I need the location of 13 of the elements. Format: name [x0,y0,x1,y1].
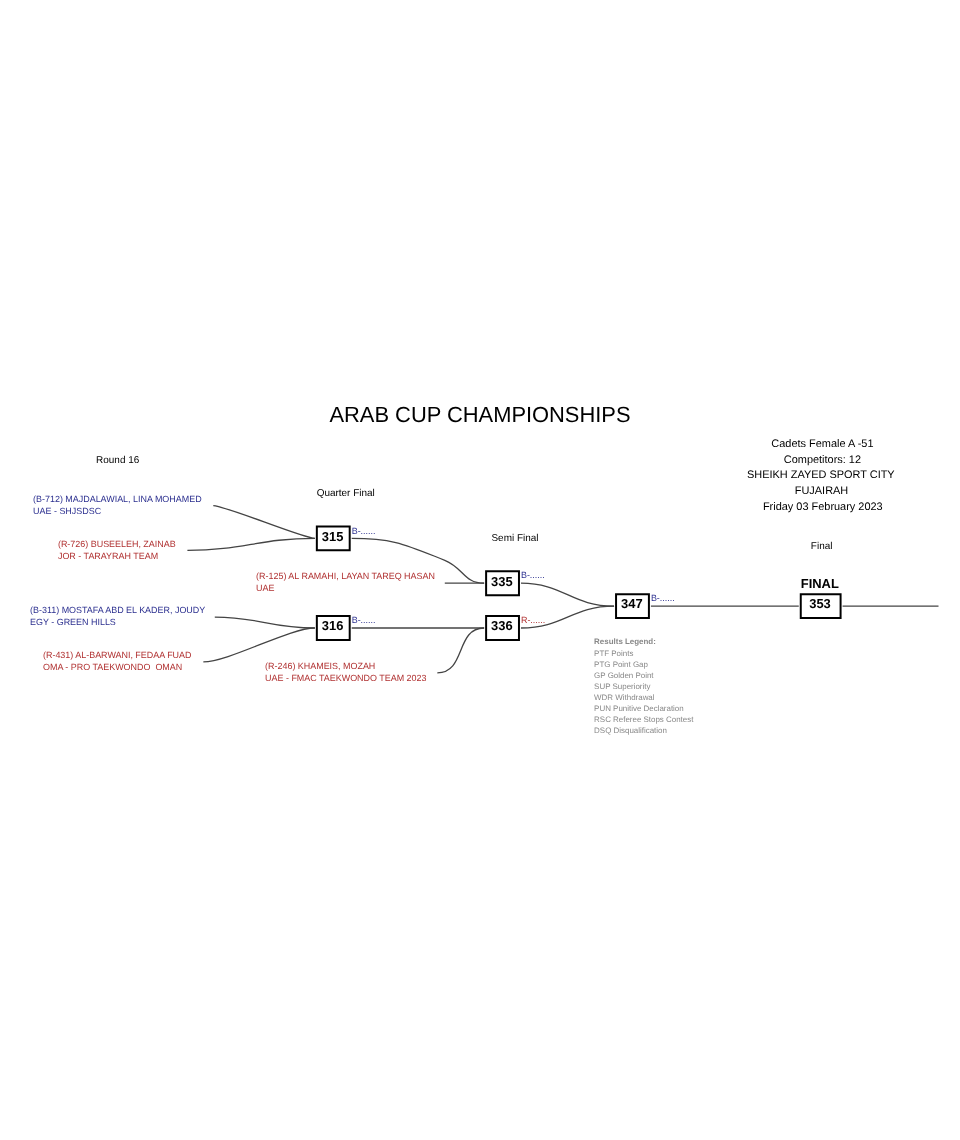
connector [212,504,316,540]
connector [186,537,316,551]
connector [202,627,316,663]
connector [214,616,316,629]
diagram-title: ARAB CUP CHAMPIONSHIPS [329,403,631,428]
connector [436,627,485,674]
connector [351,537,485,584]
connector [520,605,615,629]
connector [351,627,485,629]
connector [841,605,940,607]
connector [520,582,615,607]
connector [444,582,485,584]
connector [650,605,800,607]
